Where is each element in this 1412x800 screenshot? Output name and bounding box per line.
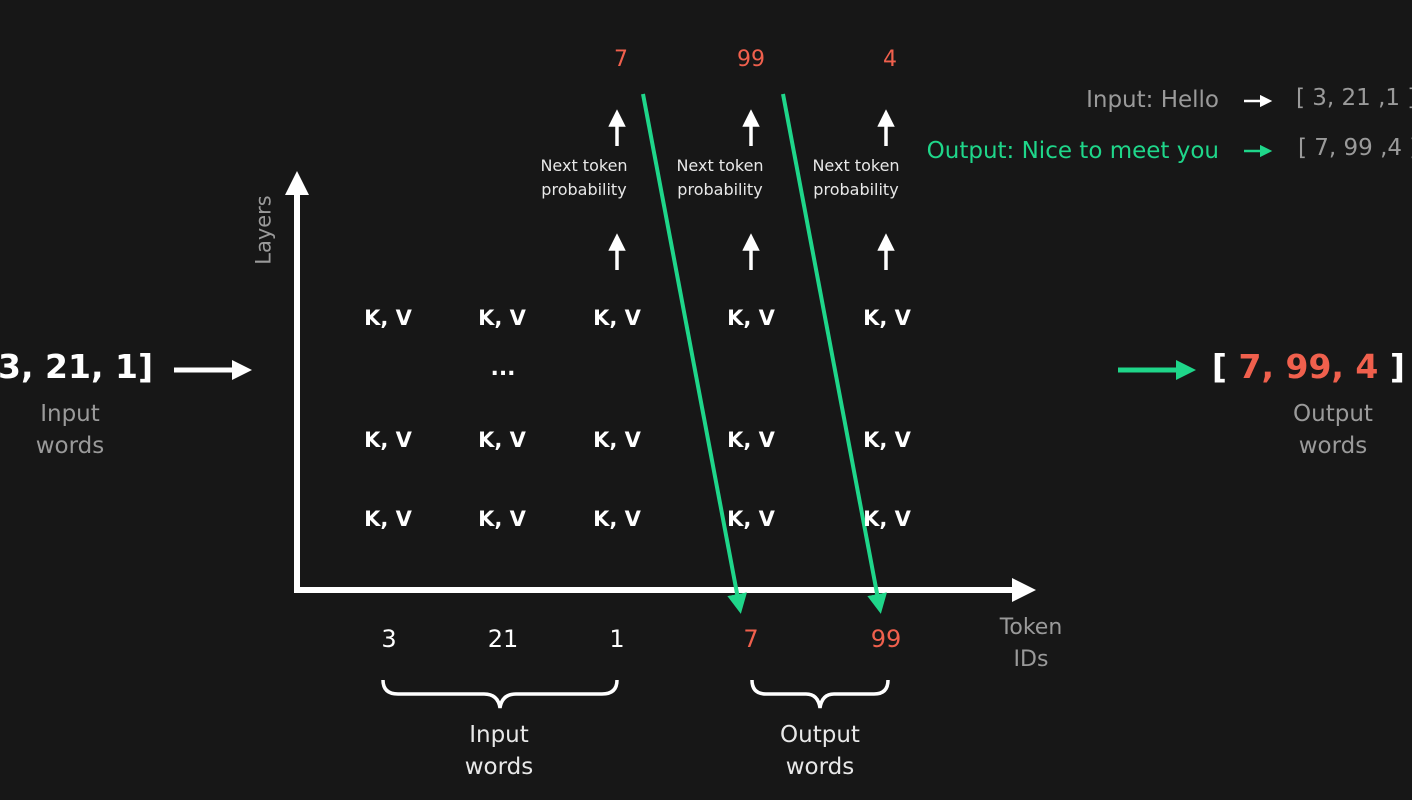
kv-cell: K, V: [727, 507, 775, 531]
kv-cell: K, V: [364, 306, 412, 330]
output-label-line2: words: [1298, 433, 1368, 459]
next-token-line2: probability: [541, 180, 627, 199]
token-id-input: 1: [609, 625, 625, 653]
legend-input-label: Input: Hello: [1086, 87, 1219, 113]
next-token-line2: probability: [677, 180, 763, 199]
token-id-input: 3: [381, 625, 397, 653]
input-label-line1: Input: [40, 401, 100, 427]
feedback-arrow-99: [781, 93, 887, 614]
output-array-close: ]: [1389, 347, 1405, 386]
kv-cell: K, V: [727, 306, 775, 330]
feedback-arrow-7: [641, 93, 747, 614]
output-brace-label-line2: words: [785, 754, 855, 780]
next-token-line2: probability: [813, 180, 899, 199]
input-brace-label-line1: Input: [469, 722, 529, 748]
output-brace-label-line1: Output: [780, 722, 860, 748]
token-id-output: 7: [743, 625, 759, 653]
output-brace: [750, 679, 890, 709]
input-brace: [381, 679, 619, 709]
output-array: [ 7, 99, 4 ]: [1212, 350, 1405, 383]
top-token-3: 4: [883, 47, 897, 72]
kv-cell: K, V: [863, 306, 911, 330]
input-brace-label-line2: words: [464, 754, 534, 780]
input-array: [3, 21, 1]: [0, 347, 154, 386]
token-id-input: 21: [487, 625, 519, 653]
kv-cell: K, V: [478, 306, 526, 330]
next-token-line1: Next token: [676, 156, 764, 175]
next-token-prob-col5: Next token probability: [812, 154, 899, 202]
next-token-line1: Next token: [540, 156, 628, 175]
next-token-prob-col4: Next token probability: [676, 154, 763, 202]
x-axis-label-line2: IDs: [1013, 647, 1049, 672]
kv-cell: K, V: [593, 428, 641, 452]
kv-cell: K, V: [863, 428, 911, 452]
kv-cell: K, V: [863, 507, 911, 531]
legend-input-array: [ 3, 21 ,1 ]: [1296, 85, 1412, 111]
input-label-line2: words: [35, 433, 105, 459]
kv-cell: K, V: [478, 428, 526, 452]
legend-output-array: [ 7, 99 ,4 ]: [1298, 135, 1412, 161]
top-token-1: 7: [614, 47, 628, 72]
kv-cell: K, V: [478, 507, 526, 531]
x-axis-label-line1: Token: [999, 615, 1063, 640]
kv-cell: K, V: [593, 306, 641, 330]
next-token-line1: Next token: [812, 156, 900, 175]
kv-cell: K, V: [364, 507, 412, 531]
token-id-output: 99: [870, 625, 902, 653]
next-token-prob-col3: Next token probability: [540, 154, 627, 202]
y-axis-label: Layers: [251, 195, 276, 265]
layers-ellipsis: ...: [490, 356, 516, 381]
kv-cell: K, V: [364, 428, 412, 452]
legend-output-label: Output: Nice to meet you: [926, 138, 1219, 164]
kv-cell: K, V: [727, 428, 775, 452]
kv-cell: K, V: [593, 507, 641, 531]
up-arrows: [608, 109, 895, 270]
output-label-line1: Output: [1293, 401, 1373, 427]
output-array-values: 7, 99, 4: [1238, 347, 1379, 386]
top-token-2: 99: [737, 47, 765, 72]
output-array-open: [: [1211, 347, 1227, 386]
